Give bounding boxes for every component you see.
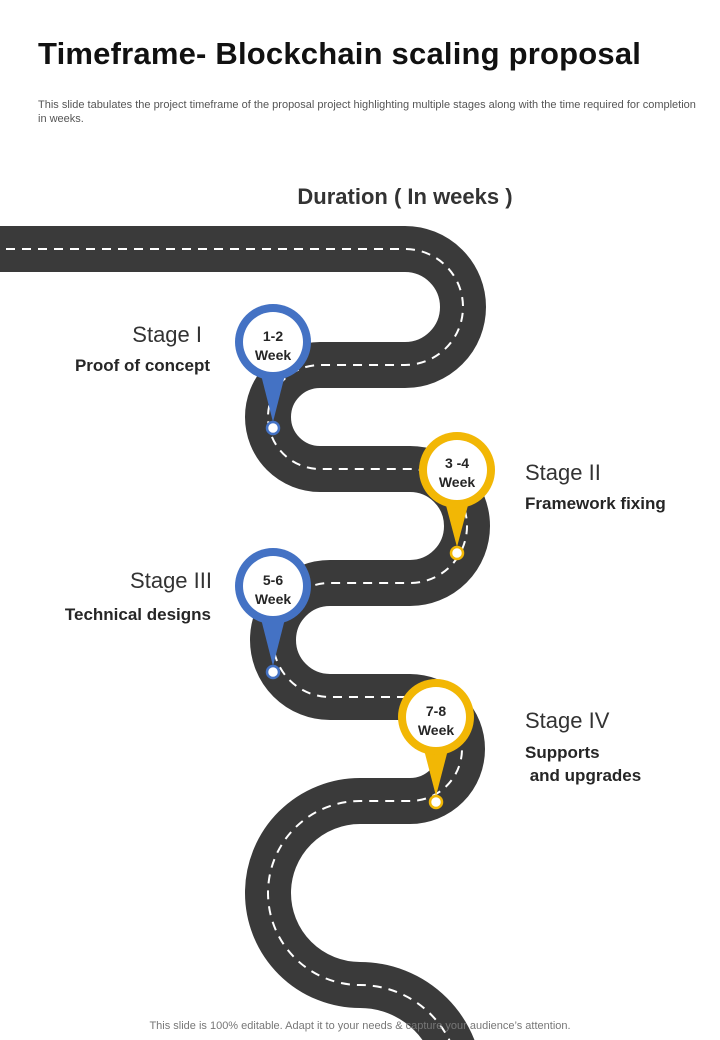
map-pin-icon: 1-2 Week: [235, 304, 311, 436]
stage-3-name: Stage III: [130, 568, 212, 593]
road: [0, 226, 490, 1040]
page-subtitle: This slide tabulates the project timefra…: [38, 99, 696, 125]
stage-2-description: Framework fixing: [525, 494, 666, 513]
pin-weeks-range: 5-6: [263, 572, 283, 588]
page-title: Timeframe- Blockchain scaling proposal: [38, 36, 642, 71]
pin-weeks-unit: Week: [439, 474, 476, 490]
stage-4-name: Stage IV: [525, 708, 610, 733]
footer-note: This slide is 100% editable. Adapt it to…: [149, 1020, 571, 1032]
pin-weeks-unit: Week: [418, 722, 455, 738]
stage-3-description: Technical designs: [64, 605, 211, 624]
map-pin-icon: 7-8 Week: [398, 679, 474, 810]
pin-weeks-unit: Week: [255, 347, 292, 363]
pin-weeks-unit: Week: [255, 591, 292, 607]
road-surface: [0, 226, 490, 1040]
pin-weeks-range: 3 -4: [445, 455, 469, 471]
duration-heading: Duration ( In weeks ): [297, 184, 513, 209]
stage-2-name: Stage II: [525, 460, 601, 485]
stage-1-description: Proof of concept: [74, 356, 210, 375]
pin-weeks-range: 1-2: [263, 328, 283, 344]
pin-weeks-range: 7-8: [426, 703, 446, 719]
stage-1-name: Stage I: [132, 322, 202, 347]
map-pin-icon: 3 -4 Week: [419, 432, 495, 561]
map-pin-icon: 5-6 Week: [235, 548, 311, 680]
stage-4-description: Supports and upgrades: [525, 743, 642, 785]
